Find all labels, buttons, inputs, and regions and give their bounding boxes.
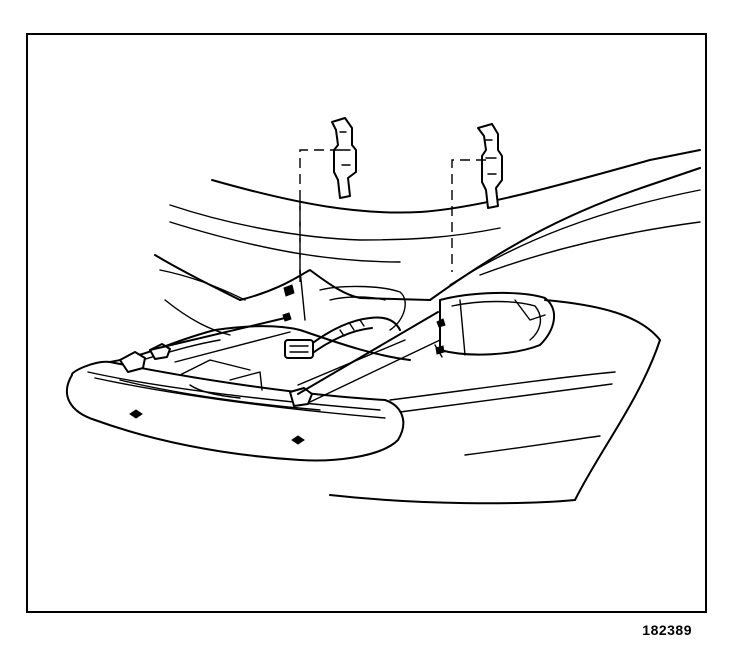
fender-body-icon (154, 149, 701, 505)
figure-number: 182389 (642, 622, 692, 638)
alignment-lines (149, 284, 441, 403)
headlamp-assembly-icon (66, 325, 411, 462)
retaining-clip-icon (299, 117, 357, 282)
headlamp-opening (434, 291, 555, 358)
wiring-harness (284, 316, 401, 359)
diagram-frame (26, 33, 707, 613)
retaining-clip-icon (451, 123, 503, 272)
